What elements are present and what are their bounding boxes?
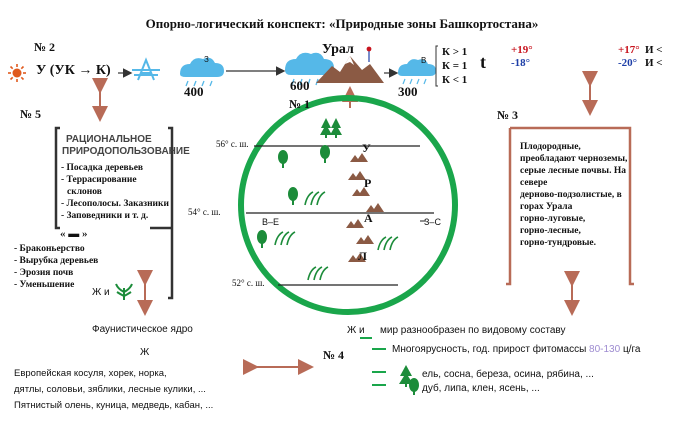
section3-bracket-right bbox=[510, 126, 634, 286]
sun-icon bbox=[8, 64, 26, 82]
section2-label: № 2 bbox=[34, 40, 56, 54]
bad-item: - Браконьерство bbox=[14, 244, 85, 254]
temp-east-summer: +17° bbox=[618, 44, 640, 56]
trees-line-1: ель, сосна, береза, осина, рябина, ... bbox=[422, 369, 594, 380]
layering-line: Многоярусность, год. прирост фитомассы 8… bbox=[392, 344, 640, 355]
section1-label: № 1 bbox=[289, 97, 311, 111]
rational-heading: РАЦИОНАЛЬНОЕ ПРИРОДОПОЛЬЗОВАНИЕ bbox=[62, 134, 190, 158]
fauna-line: Пятнистый олень, куница, медведь, кабан,… bbox=[14, 400, 214, 411]
diversity-prefix: Ж и bbox=[347, 325, 365, 336]
soils-line: горно-луговые, bbox=[520, 214, 586, 224]
ratio-greater: К > 1 bbox=[442, 46, 468, 58]
good-item: - Лесополосы. Заказники bbox=[61, 199, 169, 209]
fauna-letter: Ж bbox=[140, 347, 150, 358]
precip-west: 400 bbox=[184, 84, 204, 99]
bad-item: - Вырубка деревьев bbox=[14, 256, 99, 266]
bad-item: - Уменьшение bbox=[14, 280, 75, 290]
mountain-label: Урал bbox=[322, 42, 354, 57]
air-mass-icon bbox=[132, 57, 160, 81]
bad-item: - Эрозия почв bbox=[14, 268, 74, 278]
section5-bracket-right bbox=[168, 126, 174, 300]
ural-letter-a: А bbox=[364, 211, 373, 225]
latitude-54: 54° с. ш. bbox=[188, 207, 221, 217]
latitude-52: 52° с. ш. bbox=[232, 278, 265, 288]
soils-description: Плодородные, преобладают черноземы, серы… bbox=[520, 141, 627, 249]
soils-line: севере bbox=[520, 178, 548, 188]
layering-unit: ц/га bbox=[622, 344, 641, 355]
temp-compare-bottom: И < bbox=[645, 57, 663, 69]
section5-label: № 5 bbox=[20, 107, 42, 121]
ural-mountains-chain bbox=[346, 153, 384, 262]
ratio-bracket bbox=[435, 45, 438, 87]
ural-letter-u: У bbox=[362, 141, 371, 155]
section3-label: № 3 bbox=[497, 108, 519, 122]
ratio-less: К < 1 bbox=[442, 74, 468, 86]
fauna-line: дятлы, соловьи, зяблики, лесные кулики, … bbox=[14, 384, 206, 395]
temp-west-winter: -18° bbox=[511, 57, 531, 69]
section3-bracket-left bbox=[506, 128, 512, 286]
cloud-west-icon bbox=[180, 57, 224, 87]
fauna-list: Европейская косуля, хорек, норка, дятлы,… bbox=[14, 366, 213, 414]
soils-line: Плодородные, bbox=[520, 142, 581, 152]
layering-value: 80-130 bbox=[589, 344, 621, 355]
cloud-east-letter: В bbox=[421, 56, 427, 65]
temp-east-winter: -20° bbox=[618, 57, 638, 69]
good-item: - Заповедники и т. д. bbox=[61, 211, 149, 221]
zones-circle bbox=[238, 95, 458, 315]
soils-line: горах Урала bbox=[520, 202, 573, 212]
good-item: - Террасирование bbox=[61, 175, 137, 185]
good-item: склонов bbox=[67, 187, 102, 197]
latitude-56: 56° с. ш. bbox=[216, 139, 249, 149]
ural-letter-r: Р bbox=[364, 176, 372, 190]
tree-group-icon bbox=[399, 365, 419, 395]
temp-west-summer: +19° bbox=[511, 44, 533, 56]
layering-text: Многоярусность, год. прирост фитомассы bbox=[392, 344, 587, 355]
zone-east-west: З–С bbox=[424, 217, 441, 227]
moisture-formula: У (УК → К) bbox=[36, 63, 111, 78]
diversity-text: мир разнообразен по видовому составу bbox=[380, 325, 566, 336]
minus-mark: « ▬ » bbox=[60, 228, 88, 240]
temp-compare-top: И < bbox=[645, 44, 663, 56]
fauna-core-title: Фаунистическое ядро bbox=[92, 324, 193, 335]
section4-label: № 4 bbox=[323, 348, 345, 362]
soils-line: серые лесные почвы. На bbox=[520, 166, 626, 176]
precip-east: 300 bbox=[398, 84, 418, 99]
ural-letter-l: Л bbox=[358, 249, 367, 263]
cloud-east-icon bbox=[398, 59, 436, 85]
soils-line: горно-тундровые. bbox=[520, 238, 597, 248]
good-practices-list: - Посадка деревьев - Террасирование скло… bbox=[61, 162, 169, 222]
bad-practices-list: - Браконьерство - Вырубка деревьев - Эро… bbox=[14, 243, 98, 291]
ratio-list: К > 1 К = 1 К < 1 bbox=[442, 45, 467, 87]
precip-ural: 600 bbox=[290, 78, 310, 93]
zone-west-east: В–Е bbox=[262, 217, 280, 227]
plant-icon bbox=[115, 283, 133, 300]
soils-line: горно-лесные, bbox=[520, 226, 581, 236]
section5-bracket-left bbox=[54, 126, 60, 230]
good-item: - Посадка деревьев bbox=[61, 163, 144, 173]
trees-line-2: дуб, липа, клен, ясень, ... bbox=[422, 383, 540, 394]
page-title: Опорно-логический конспект: «Природные з… bbox=[145, 16, 539, 31]
forest-trees bbox=[257, 118, 342, 248]
steppe-grass bbox=[274, 191, 399, 281]
mountain-icon bbox=[316, 46, 384, 83]
soils-line: дерново-подзолистые, в bbox=[520, 190, 622, 200]
temperature-symbol: t bbox=[480, 52, 486, 72]
ratio-equal: К = 1 bbox=[442, 60, 468, 72]
fauna-plants-label: Ж и bbox=[92, 287, 110, 298]
rational-heading-line2: ПРИРОДОПОЛЬЗОВАНИЕ bbox=[62, 146, 190, 157]
rational-heading-line1: РАЦИОНАЛЬНОЕ bbox=[66, 134, 152, 145]
fauna-line: Европейская косуля, хорек, норка, bbox=[14, 368, 167, 379]
soils-line: преобладают черноземы, bbox=[520, 154, 628, 164]
cloud-west-letter: З bbox=[204, 55, 209, 64]
